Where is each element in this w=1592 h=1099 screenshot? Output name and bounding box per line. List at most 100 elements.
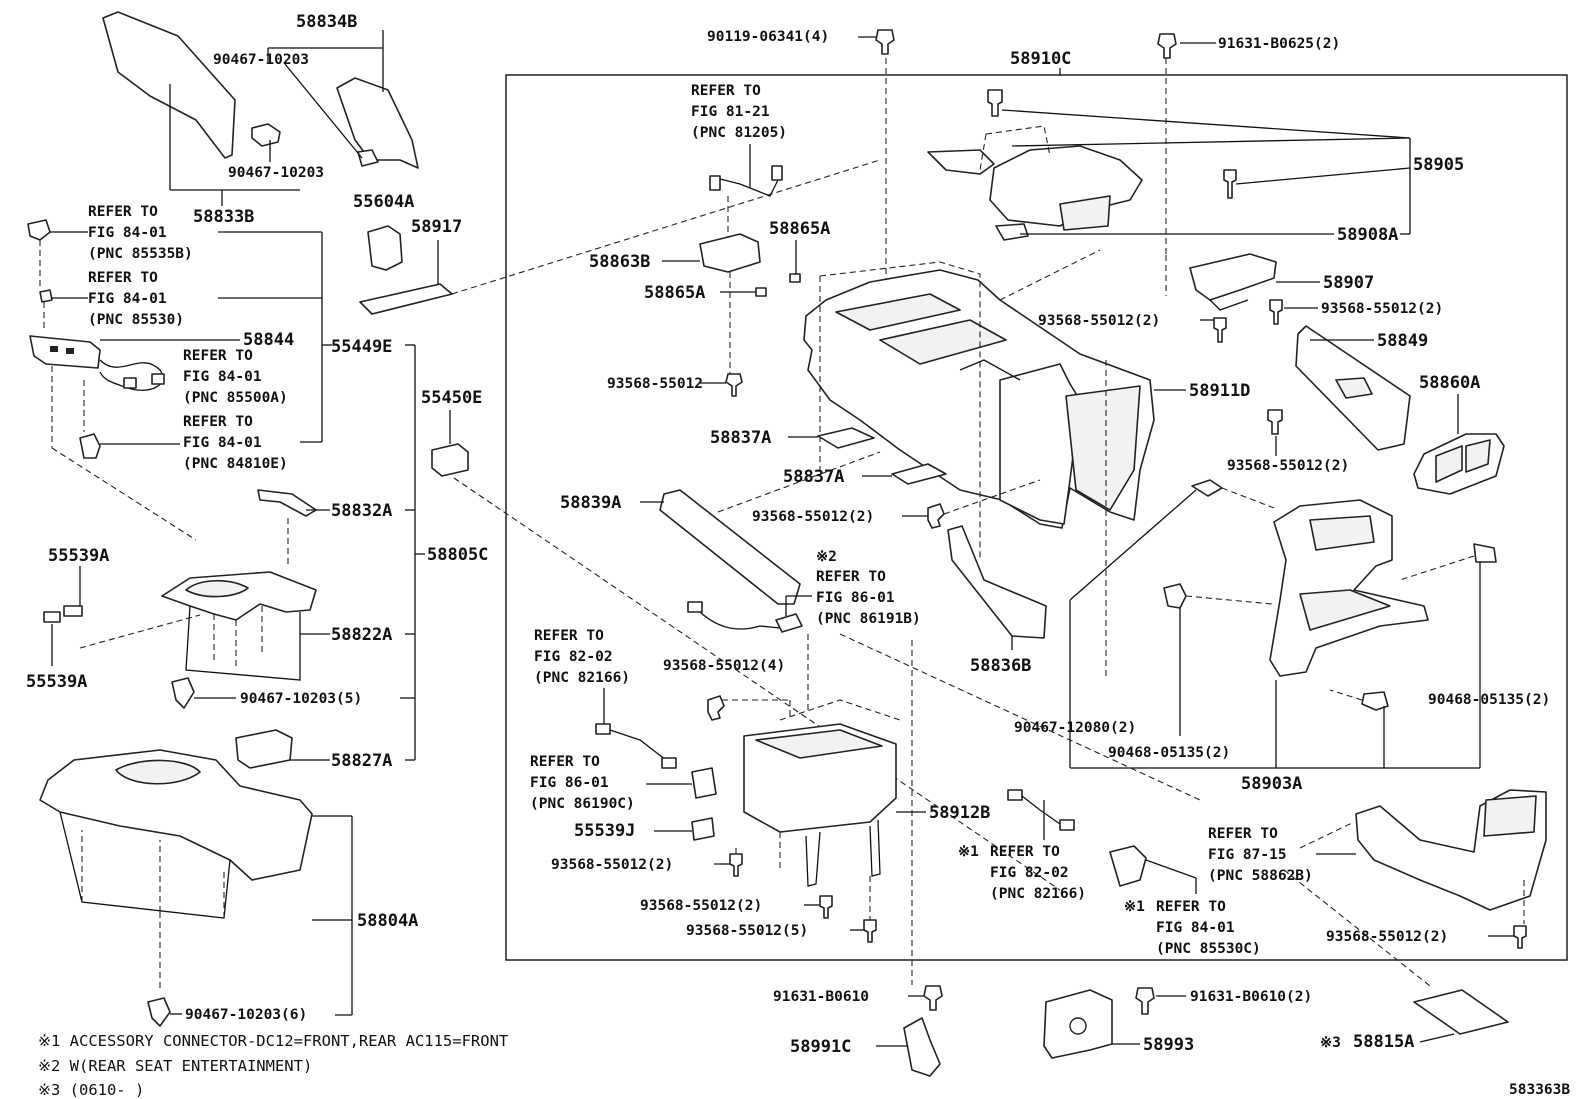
part-58833B-panel xyxy=(102,11,236,159)
refer-85530-line2: FIG 84-01 xyxy=(88,291,167,307)
refer-81205-line1: REFER TO xyxy=(691,83,761,99)
callout-90467-10203-b: 90467-10203 xyxy=(228,165,324,181)
refer-85530C-line2: FIG 84-01 xyxy=(1156,920,1235,936)
part-58844 xyxy=(29,335,101,369)
part-58908A-latch xyxy=(995,223,1029,241)
screw-93568-a xyxy=(725,373,743,397)
refer-84810E-line3: (PNC 84810E) xyxy=(183,456,288,472)
callout-58834B: 58834B xyxy=(296,12,357,32)
part-58815A-mat xyxy=(1413,989,1509,1035)
clip-90467-10203-b xyxy=(251,123,281,147)
callout-58905: 58905 xyxy=(1413,155,1464,175)
connector-85500A-a xyxy=(123,377,137,389)
clip-90467-12080 xyxy=(1191,479,1223,497)
callout-90467-10203-5: 90467-10203(5) xyxy=(240,691,362,707)
callout-55539A-2: 55539A xyxy=(26,672,87,692)
panel-58849-slot xyxy=(1335,377,1373,399)
part-55604A xyxy=(367,225,403,271)
part-58908A-hinge-cover xyxy=(927,149,995,175)
callout-58804A: 58804A xyxy=(357,911,418,931)
bolt-90119-06341 xyxy=(875,29,895,55)
callout-93568-5: 93568-55012(5) xyxy=(686,923,808,939)
mark-1a: ※1 xyxy=(958,844,979,860)
callout-58917: 58917 xyxy=(411,217,462,237)
part-58903A-bezel xyxy=(1269,499,1429,677)
callout-58832A: 58832A xyxy=(331,501,392,521)
callout-90467-12080: 90467-12080(2) xyxy=(1014,720,1136,736)
vent-slot-left xyxy=(1435,445,1463,483)
callout-91631-B0610-2: 91631-B0610(2) xyxy=(1190,989,1312,1005)
screw-58905-b xyxy=(1223,169,1237,199)
part-58837A-a xyxy=(817,427,875,449)
screw-93568-2f xyxy=(819,895,833,919)
box-58912B-top xyxy=(755,729,883,759)
duct-opening xyxy=(1483,795,1537,837)
part-58837A-b xyxy=(891,463,947,485)
clip-90467-10203-6 xyxy=(147,997,171,1027)
refer-86190C-line2: FIG 86-01 xyxy=(530,775,609,791)
clip-90467-10203-5 xyxy=(171,677,195,709)
refer-85535B-line3: (PNC 85535B) xyxy=(88,246,193,262)
refer-86190C-line1: REFER TO xyxy=(530,754,600,770)
callout-93568-2g: 93568-55012(2) xyxy=(1326,929,1448,945)
mark-1b: ※1 xyxy=(1124,899,1145,915)
part-58991C xyxy=(903,1017,941,1077)
footnote-1: ※1 ACCESSORY CONNECTOR-DC12=FRONT,REAR A… xyxy=(38,1032,508,1050)
part-58865A-b xyxy=(755,287,767,297)
refer-82166-b-line2: FIG 82-02 xyxy=(990,865,1069,881)
bezel-opening-lower xyxy=(1299,589,1391,631)
mark-3: ※3 xyxy=(1320,1035,1341,1051)
console-tray-front xyxy=(835,293,961,331)
screw-93568-2d xyxy=(927,503,945,529)
part-58834B-panel xyxy=(336,77,419,169)
footnote-3: ※3 (0610- ) xyxy=(38,1081,144,1099)
callout-58849: 58849 xyxy=(1377,331,1428,351)
callout-58827A: 58827A xyxy=(331,751,392,771)
callout-58815A: 58815A xyxy=(1353,1032,1414,1052)
connector-86191B-a xyxy=(687,601,703,613)
refer-85530-line1: REFER TO xyxy=(88,270,158,286)
callout-93568-2d: 93568-55012(2) xyxy=(752,509,874,525)
refer-58862B-line3: (PNC 58862B) xyxy=(1208,868,1313,884)
clip-90468-05135-a xyxy=(1163,583,1187,609)
connector-82166-a xyxy=(595,723,611,735)
connector-81205-b xyxy=(771,165,783,181)
bolt-91631-B0625 xyxy=(1157,33,1177,59)
callout-55539A-1: 55539A xyxy=(48,546,109,566)
callout-93568-2f: 93568-55012(2) xyxy=(640,898,762,914)
screw-93568-4 xyxy=(707,695,725,721)
callout-58865A-2: 58865A xyxy=(644,283,705,303)
refer-82166-a-line1: REFER TO xyxy=(534,628,604,644)
mark-2: ※2 xyxy=(816,549,837,565)
refer-85500A-line2: FIG 84-01 xyxy=(183,369,262,385)
part-58865A-a xyxy=(789,273,801,283)
screw-93568-2b xyxy=(1213,317,1227,343)
refer-81205-line2: FIG 81-21 xyxy=(691,104,770,120)
callout-90119-06341: 90119-06341(4) xyxy=(707,29,829,45)
assembly-58910C-frame xyxy=(505,74,1568,961)
refer-85535B-line2: FIG 84-01 xyxy=(88,225,167,241)
refer-85535B-line1: REFER TO xyxy=(88,204,158,220)
connector-82166-b xyxy=(661,757,677,769)
part-55539A-b xyxy=(43,611,61,623)
connector-82166-c xyxy=(1007,789,1023,801)
screw-90468-05135 xyxy=(1361,691,1389,711)
callout-93568-2e: 93568-55012(2) xyxy=(551,857,673,873)
refer-86191B-line1: REFER TO xyxy=(816,569,886,585)
cupholder-opening xyxy=(185,579,249,598)
callout-55450E: 55450E xyxy=(421,388,482,408)
part-85530C-socket xyxy=(1109,845,1147,887)
refer-84810E-line1: REFER TO xyxy=(183,414,253,430)
refer-58862B-line1: REFER TO xyxy=(1208,826,1278,842)
clip-90467-10203-a xyxy=(357,149,379,167)
refer-85500A-line3: (PNC 85500A) xyxy=(183,390,288,406)
callout-58837A-1: 58837A xyxy=(710,428,771,448)
part-58822A xyxy=(161,571,317,621)
callout-90467-10203-a: 90467-10203 xyxy=(213,52,309,68)
callout-58910C: 58910C xyxy=(1010,49,1071,69)
diagram-id: 583363B xyxy=(1509,1082,1570,1098)
callout-93568-2c: 93568-55012(2) xyxy=(1227,458,1349,474)
callout-93568-4: 93568-55012(4) xyxy=(663,658,785,674)
